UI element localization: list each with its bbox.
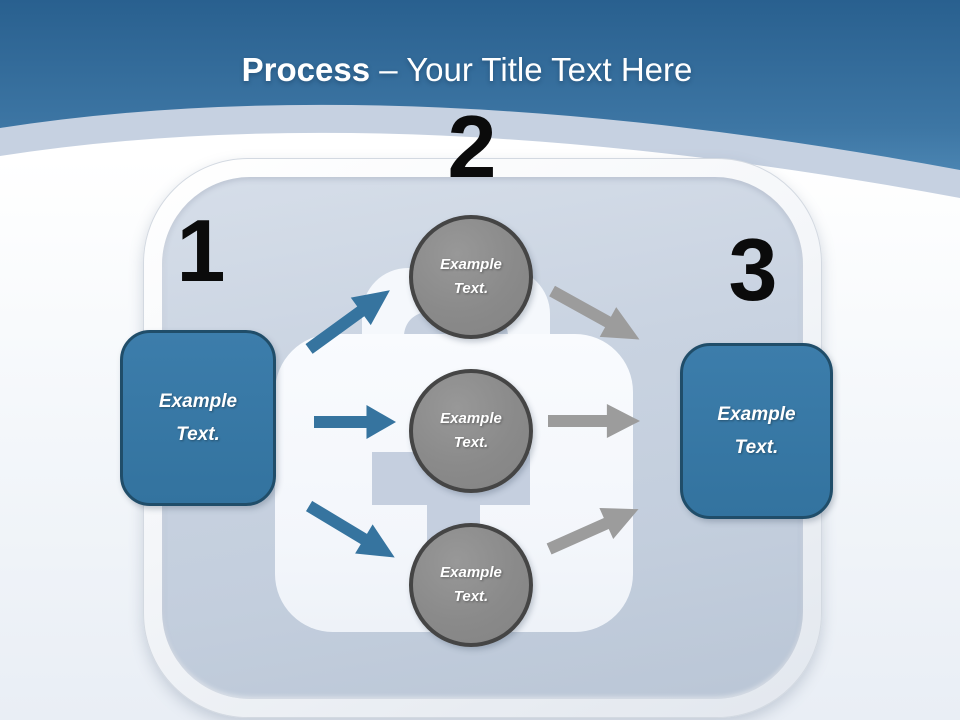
arrow-bottom-circle-to-step3	[546, 507, 639, 555]
header-blue-shape	[0, 0, 960, 170]
step-2-circle-top: Example Text.	[409, 215, 533, 339]
step-2-number: 2	[447, 97, 497, 196]
arrow-step1-to-bottom-circle	[305, 500, 395, 558]
arrow-top-circle-to-step3	[549, 285, 640, 340]
step-3-number: 3	[728, 220, 778, 319]
slide-title: Process – Your Title Text Here	[0, 51, 934, 89]
step-2-circle-middle: Example Text.	[409, 369, 533, 493]
step-1-number: 1	[176, 201, 226, 300]
arrow-step1-to-top-circle	[305, 290, 390, 354]
step-1-box: Example Text.	[120, 330, 276, 506]
step-2-circle-bottom: Example Text.	[409, 523, 533, 647]
title-rest: – Your Title Text Here	[370, 51, 693, 88]
title-emphasis: Process	[241, 51, 371, 88]
header-curve-background	[0, 0, 960, 198]
arrow-step1-to-middle-circle	[314, 405, 396, 439]
step-3-box: Example Text.	[680, 343, 833, 519]
arrow-middle-circle-to-step3	[548, 404, 640, 438]
